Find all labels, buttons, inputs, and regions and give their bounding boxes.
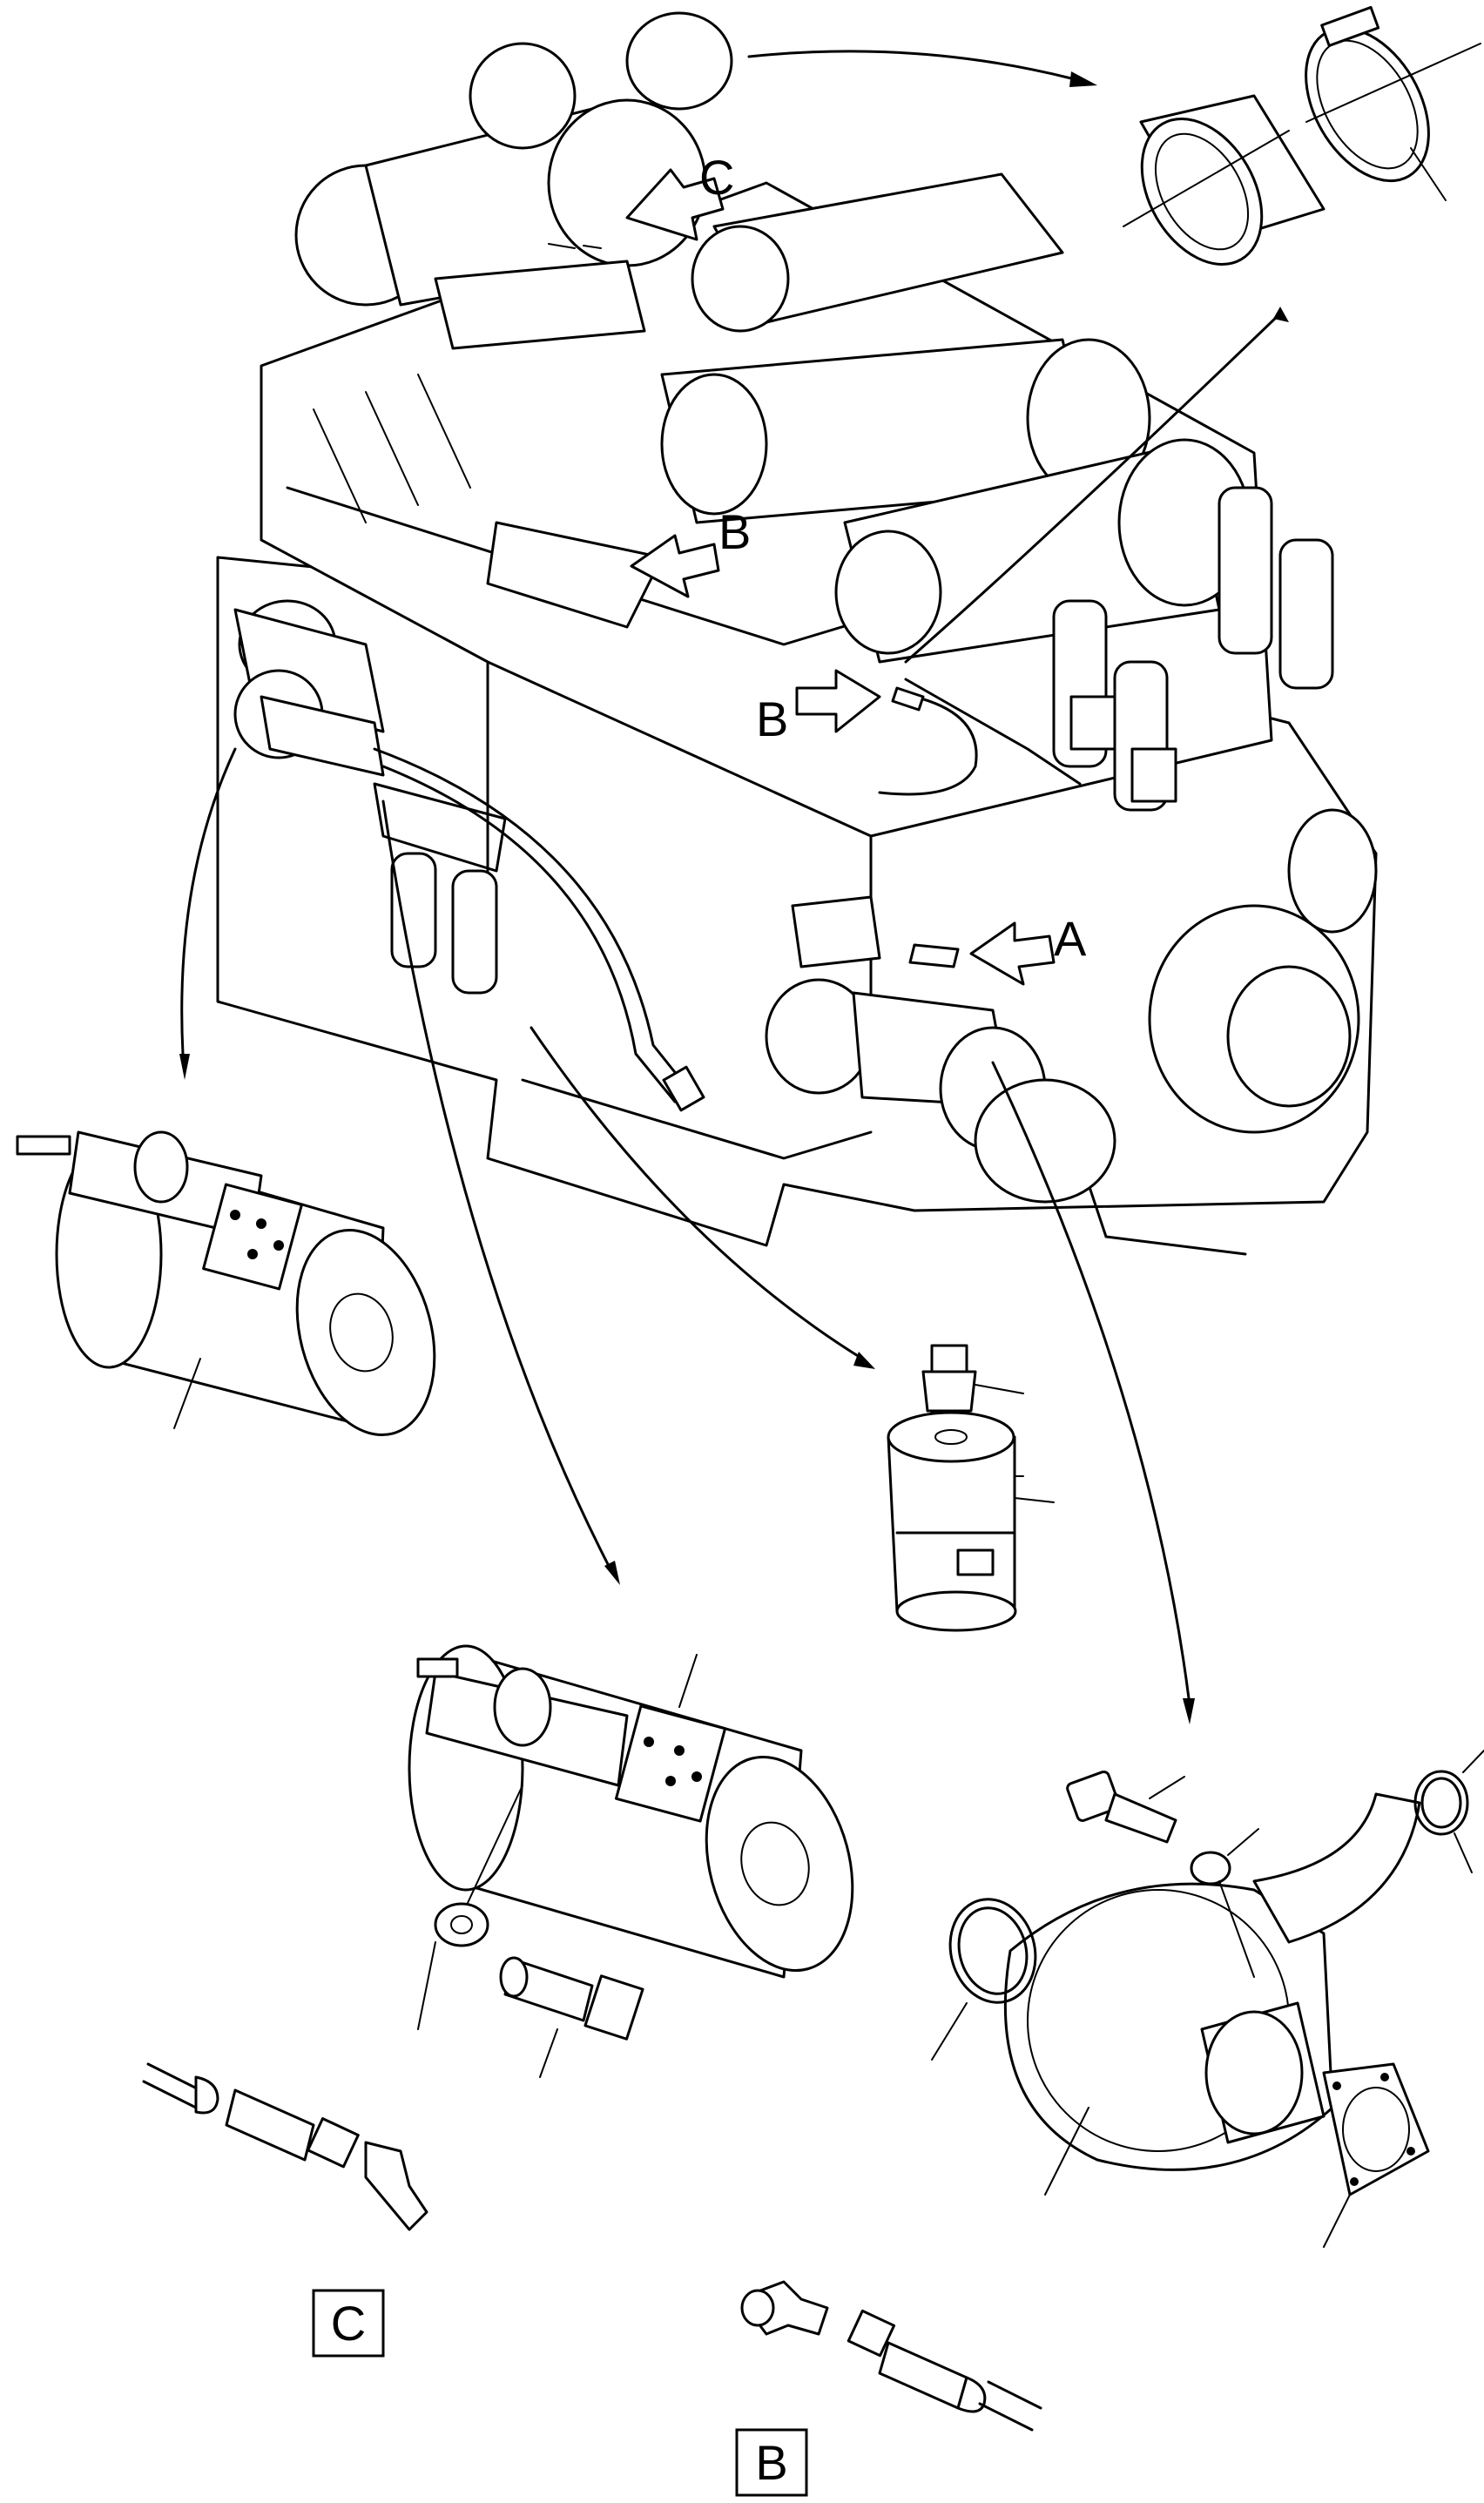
detail-c-box: C	[312, 2289, 385, 2358]
detail-c-fittings	[142, 2062, 428, 2231]
front-housing	[1148, 808, 1378, 1134]
detail-b-fittings	[740, 2280, 1042, 2432]
leader-curves	[179, 50, 1289, 1724]
pump-gasket	[1322, 2062, 1430, 2248]
detail-b-label: B	[755, 2435, 787, 2490]
callout-label-b-upper: B	[718, 504, 751, 559]
starter-washer	[417, 1902, 489, 2030]
fuel-line	[878, 695, 978, 796]
turbocharger	[294, 11, 733, 350]
callout-label-b-lower: B	[756, 692, 788, 746]
pump-o-ring-left	[931, 1898, 1037, 2061]
starter-pinion-gear	[499, 1956, 644, 2078]
callout-c-arrow: C	[548, 150, 734, 249]
callout-a-arrow: A	[908, 911, 1087, 986]
intake-sleeve	[1123, 94, 1325, 266]
water-pump	[1003, 1792, 1421, 2196]
starter-motor-center	[408, 1644, 854, 1979]
engine-assembly	[216, 11, 1378, 1256]
callout-label-c: C	[699, 150, 734, 205]
starter-motor-left	[16, 1130, 436, 1437]
intake-pipes	[486, 172, 1251, 664]
filter-housing	[233, 599, 705, 1112]
detail-b-box: B	[735, 2428, 808, 2497]
injector-units	[1052, 486, 1334, 812]
hose-clamp	[1305, 5, 1481, 201]
oil-filter	[887, 1411, 1055, 1632]
pump-o-ring-right	[1413, 1750, 1484, 1873]
callout-b-lower-arrow: B	[756, 669, 925, 746]
callout-b-upper-arrow: B	[630, 504, 751, 598]
pump-bolt	[1066, 1770, 1185, 1844]
pump-washer	[1190, 1828, 1259, 1978]
detail-c-label: C	[331, 2296, 366, 2351]
callout-label-a: A	[1054, 911, 1087, 966]
